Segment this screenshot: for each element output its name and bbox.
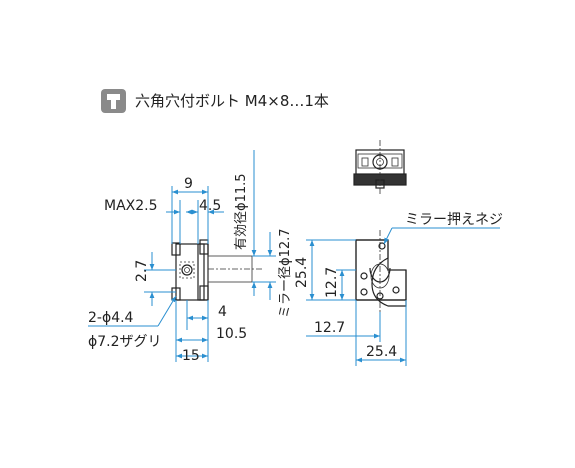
dim-4-5: 4.5 [199,198,221,214]
dim-front-25-4-h: 25.4 [366,344,397,360]
dim-10-5: 10.5 [216,326,247,342]
dim-4: 4 [218,304,227,320]
mirror-diameter-label: ミラー径ϕ12.7 [278,228,293,318]
dim-front-12-7-v: 12.7 [324,267,340,298]
hole-spec-count: 2-ϕ4.4 [88,310,134,326]
hex-bolt-icon [101,89,126,113]
dim-9: 9 [184,176,193,192]
effective-diameter-label: 有効径ϕ11.5 [234,173,249,250]
mirror-screw-label: ミラー押えネジ [405,212,503,228]
dim-front-12-7-h: 12.7 [314,320,345,336]
dim-front-25-4-v: 25.4 [294,257,310,288]
header-text: 六角穴付ボルト M4×8…1本 [135,92,329,110]
side-view: 9 MAX2.5 4.5 有効径ϕ11.5 ミラー径ϕ12.7 2.7 4 10… [88,150,293,364]
top-view [353,140,407,196]
front-view: ミラー押えネジ 25.4 12.7 12.7 25.4 [294,212,503,366]
hole-spec-counterbore: ϕ7.2ザグリ [88,334,162,350]
dim-2-7: 2.7 [134,260,150,282]
header: 六角穴付ボルト M4×8…1本 [101,89,329,113]
dim-max2-5: MAX2.5 [104,198,158,214]
dim-15: 15 [182,348,200,364]
